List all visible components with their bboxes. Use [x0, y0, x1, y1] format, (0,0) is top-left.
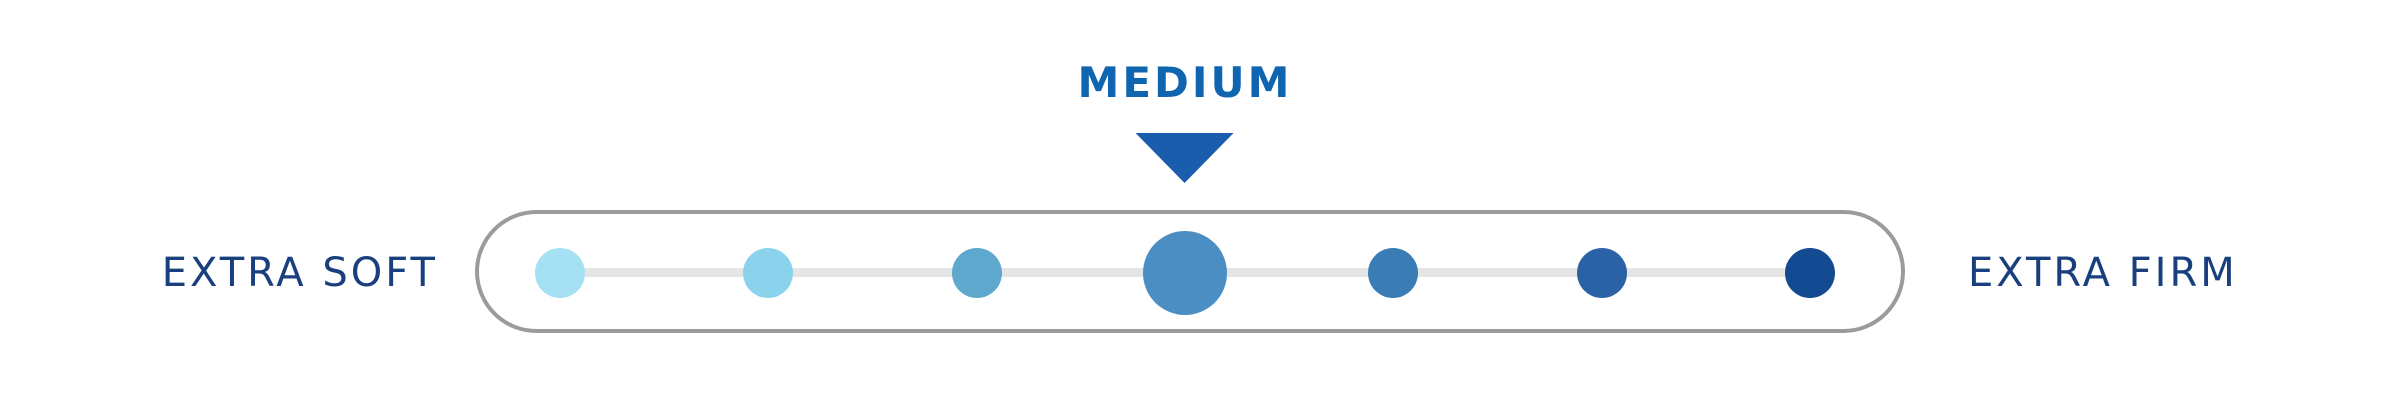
- scale-dot-3: [951, 248, 1002, 298]
- scale-dot-4-selected: [1142, 231, 1227, 315]
- scale-pill: [475, 210, 1905, 333]
- marker-label: MEDIUM: [1077, 58, 1293, 107]
- left-scale-label: EXTRA SOFT: [161, 250, 438, 296]
- scale-dot-5: [1368, 248, 1419, 298]
- scale-dot-2: [743, 248, 794, 298]
- scale-dot-6: [1576, 248, 1627, 298]
- triangle-down-icon: [1135, 133, 1234, 183]
- right-scale-label: EXTRA FIRM: [1968, 250, 2238, 296]
- firmness-marker: MEDIUM: [1078, 60, 1293, 183]
- scale-dot-7: [1784, 248, 1835, 298]
- scale-dot-1: [535, 248, 585, 298]
